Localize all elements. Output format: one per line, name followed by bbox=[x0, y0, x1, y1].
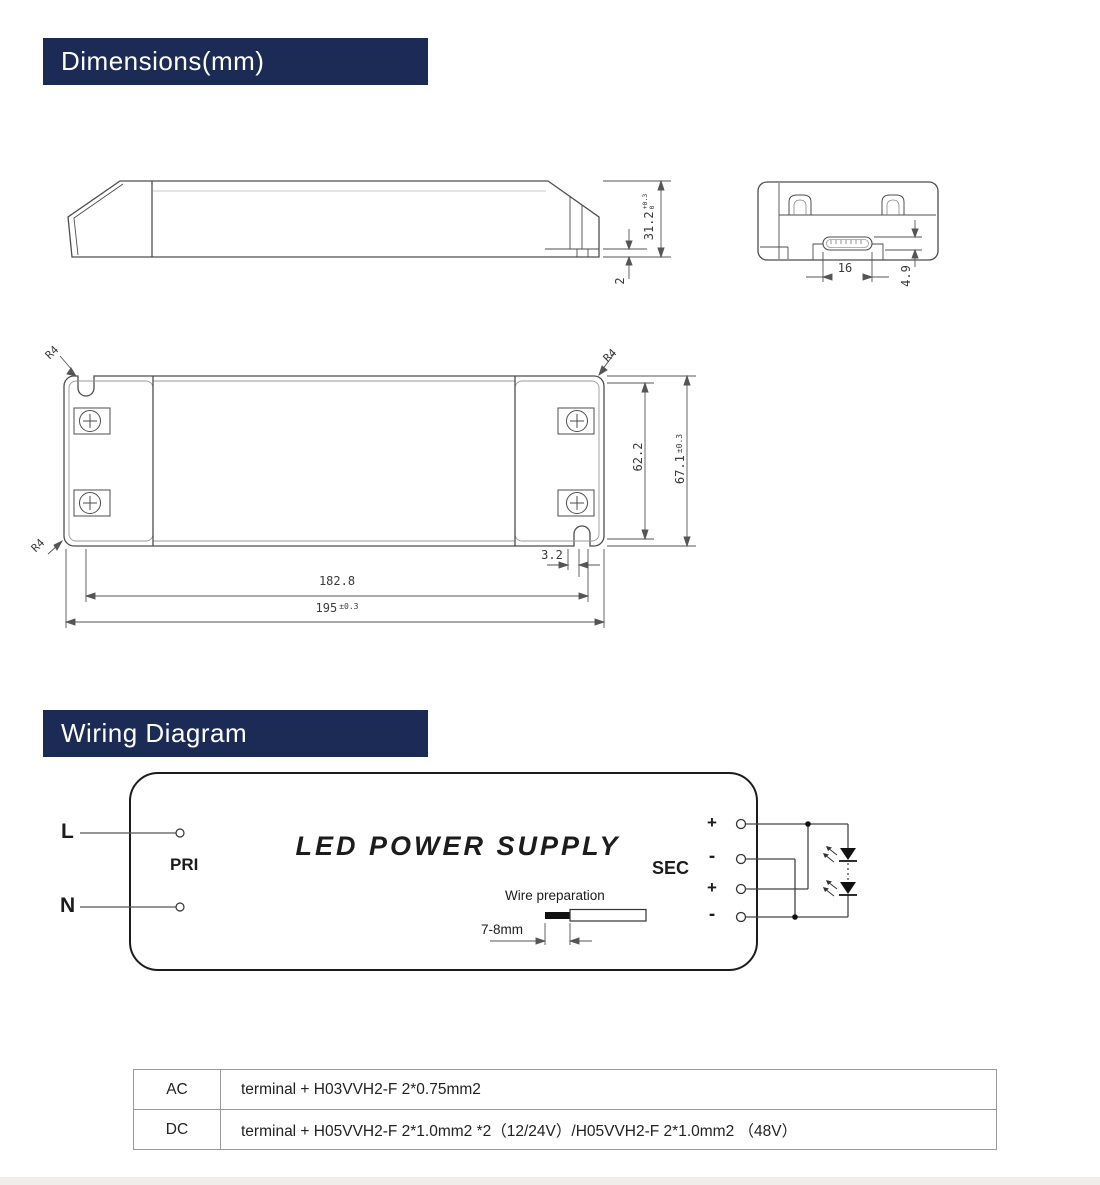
cable-spec-cell: terminal + H05VVH2-F 2*1.0mm2 *2（12/24V）… bbox=[220, 1109, 997, 1150]
end-slot-height-dim: 4.9 bbox=[899, 265, 913, 287]
mounting-screws bbox=[73, 407, 595, 517]
top-view-dimensions bbox=[47, 353, 696, 628]
line-input-label: L bbox=[61, 820, 74, 843]
secondary-label: SEC bbox=[652, 858, 690, 878]
wiring-diagram-drawing bbox=[80, 772, 857, 971]
led-icon bbox=[823, 846, 857, 863]
dimensions-section-header: Dimensions(mm) bbox=[43, 38, 428, 85]
terminal-polarity-label: - bbox=[708, 904, 716, 925]
table-row: AC terminal + H03VVH2-F 2*0.75mm2 bbox=[133, 1069, 997, 1110]
tol-lower: 0 bbox=[648, 205, 656, 210]
dimension-drawings bbox=[47, 179, 939, 628]
terminal-polarity-label: + bbox=[707, 813, 717, 832]
cable-type-cell: AC bbox=[133, 1069, 221, 1110]
top-overall-height-dim: 67.1 ±0.3 bbox=[673, 433, 687, 485]
end-slot-width-dim: 16 bbox=[837, 261, 853, 275]
top-body-height-dim: 62.2 bbox=[631, 442, 645, 472]
end-view-dimensions bbox=[806, 220, 922, 282]
dimensions-section-title: Dimensions(mm) bbox=[61, 46, 265, 76]
wiring-section-header: Wiring Diagram bbox=[43, 710, 428, 757]
top-body-length-dim: 182.8 bbox=[318, 573, 356, 588]
device-title: LED POWER SUPPLY bbox=[295, 831, 621, 861]
radius-leader-arrows bbox=[47, 353, 615, 555]
cable-type-cell: DC bbox=[133, 1109, 221, 1150]
top-notch-offset-dim: 3.2 bbox=[541, 548, 563, 562]
cable-spec-table: AC terminal + H03VVH2-F 2*0.75mm2 DC ter… bbox=[133, 1069, 997, 1150]
side-view-drawing bbox=[67, 180, 600, 258]
footer-strip bbox=[0, 1177, 1100, 1185]
wire-preparation-graphic bbox=[490, 908, 647, 945]
top-overall-length-dim: 195 ±0.3 bbox=[315, 600, 359, 615]
side-base-dim: 2 bbox=[613, 277, 627, 285]
primary-label: PRI bbox=[170, 855, 199, 874]
terminal-polarity-label: + bbox=[707, 878, 717, 897]
neutral-input-label: N bbox=[60, 894, 76, 917]
end-view-drawing bbox=[757, 181, 939, 261]
side-view-dimensions bbox=[603, 179, 671, 279]
top-view-drawing bbox=[63, 375, 605, 547]
primary-wires bbox=[80, 828, 185, 912]
screw-icon bbox=[79, 410, 588, 514]
table-row: DC terminal + H05VVH2-F 2*1.0mm2 *2（12/2… bbox=[133, 1109, 997, 1150]
wire-preparation-title: Wire preparation bbox=[505, 888, 605, 903]
power-supply-box bbox=[129, 772, 758, 971]
secondary-wires bbox=[735, 818, 849, 923]
wiring-section-title: Wiring Diagram bbox=[61, 718, 248, 748]
strip-length-label: 7-8mm bbox=[481, 922, 524, 937]
led-icon bbox=[823, 880, 857, 897]
side-height-dim: 31.2 +0.3 0 bbox=[641, 193, 656, 241]
terminal-polarity-label: - bbox=[708, 846, 716, 867]
cable-spec-cell: terminal + H03VVH2-F 2*0.75mm2 bbox=[220, 1069, 997, 1110]
